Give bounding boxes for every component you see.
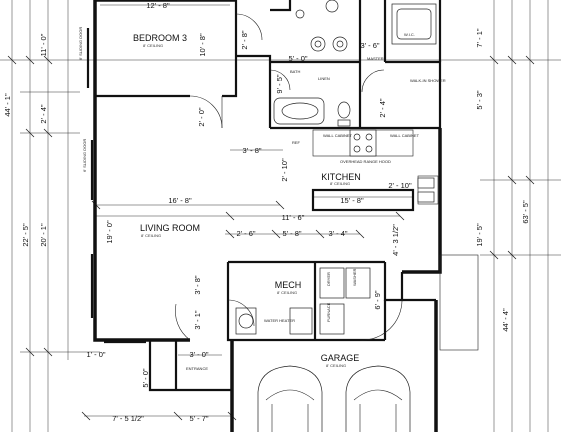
dim-4-3-half: 4' - 3 1/2": [391, 224, 400, 256]
dim-3-1: 3' - 1": [193, 310, 202, 329]
dim-3-0: 3' - 0": [189, 350, 208, 359]
dim-3-8b: 3' - 8": [193, 275, 202, 294]
label-sliding-door: 6' SLIDING DOOR: [78, 27, 83, 60]
dim-19-0: 19' - 0": [105, 220, 114, 244]
dim-2-8: 2' - 8": [240, 30, 249, 49]
dim-1-0: 1' - 0": [86, 350, 105, 359]
dim-2-10a: 2' - 10": [280, 158, 289, 182]
room-label-mech: MECH: [275, 280, 302, 290]
label-overhead-hood: OVERHEAD RANGE HOOD: [340, 159, 391, 164]
dim-7-1: 7' - 1": [475, 28, 484, 47]
room-ceiling-bedroom3: 8' CEILING: [143, 43, 163, 48]
walls: [93, 0, 479, 432]
room-label-kitchen: KITCHEN: [321, 172, 361, 182]
dim-12-8: 12' - 8": [146, 1, 170, 10]
dim-3-6: 3' - 6": [360, 41, 379, 50]
dim-5-0b: 5' - 0": [288, 54, 307, 63]
fixture-labels: WALL CABINET WALL CABINET OVERHEAD RANGE…: [78, 27, 420, 323]
dim-16-8: 16' - 8": [168, 196, 192, 205]
dim-11-6: 11' - 6": [282, 213, 305, 222]
label-furnace: FURNACE: [326, 302, 331, 322]
dim-5-8: 5' - 8": [282, 229, 301, 238]
room-label-wic: W.I.C.: [404, 32, 415, 37]
room-label-living: LIVING ROOM: [140, 223, 200, 233]
dim-15-8: 15' - 8": [340, 196, 364, 205]
room-label-garage: GARAGE: [321, 353, 360, 363]
dim-2-10b: 2' - 10": [388, 181, 412, 190]
dim-6-9: 6' - 9": [373, 290, 382, 309]
room-label-walkin-shower: WALK-IN SHOWER: [410, 78, 446, 83]
room-label-bedroom3: BEDROOM 3: [133, 33, 187, 43]
garage-cars: [257, 365, 411, 432]
label-washer: WASHER: [352, 268, 357, 286]
room-label-entrance: ENTRANCE: [186, 366, 208, 371]
label-water-heater: WATER HEATER: [264, 318, 295, 323]
label-linen: LINEN: [318, 76, 330, 81]
dim-2-0: 2' - 0": [197, 107, 206, 126]
dim-2-4: 2' - 4": [39, 104, 48, 123]
label-ref: REF: [292, 140, 301, 145]
room-ceiling-living: 8' CEILING: [141, 233, 161, 238]
dim-19-5: 19' - 5": [475, 223, 484, 247]
label-dryer: DRYER: [326, 272, 331, 286]
dim-2-6: 2' - 6": [236, 229, 255, 238]
dim-3-4: 3' - 4": [328, 229, 347, 238]
label-sliding-door-2: 6' SLIDING DOOR: [82, 139, 87, 172]
room-ceiling-kitchen: 8' CEILING: [330, 181, 350, 186]
dim-20-1: 20' - 1": [39, 223, 48, 247]
dim-9-5: 9' - 5": [275, 74, 284, 93]
label-wall-cabinet-2: WALL CABINET: [390, 133, 420, 138]
room-ceiling-garage: 8' CEILING: [326, 363, 346, 368]
room-ceiling-mech: 8' CEILING: [277, 290, 297, 295]
dim-44-4: 44' - 4": [501, 308, 510, 332]
dim-10-8: 10' - 8": [198, 33, 207, 57]
dim-5-7: 5' - 7": [189, 414, 208, 423]
room-labels: BEDROOM 3 8' CEILING LIVING ROOM 8' CEIL…: [133, 32, 446, 371]
dim-63-5: 63' - 5": [521, 200, 530, 224]
room-label-bath: BATH: [290, 69, 300, 74]
dim-44-1: 44' - 1": [3, 93, 12, 117]
dim-2-4b: 2' - 4": [378, 98, 387, 117]
dim-7-5-half: 7' - 5 1/2": [112, 414, 144, 423]
dim-11-0: 11' - 0": [39, 33, 48, 56]
dim-3-8a: 3' - 8": [242, 146, 261, 155]
fixtures: [86, 0, 437, 344]
room-label-master: MASTER: [367, 56, 384, 61]
dim-5-0a: 5' - 0": [141, 368, 150, 387]
label-wall-cabinet-1: WALL CABINET: [323, 133, 353, 138]
dim-5-3: 5' - 3": [475, 90, 484, 109]
dimension-labels: 12' - 8" 10' - 8" 11' - 0" 2' - 4" 44' -…: [3, 1, 530, 423]
dim-22-5: 22' - 5": [21, 223, 30, 247]
